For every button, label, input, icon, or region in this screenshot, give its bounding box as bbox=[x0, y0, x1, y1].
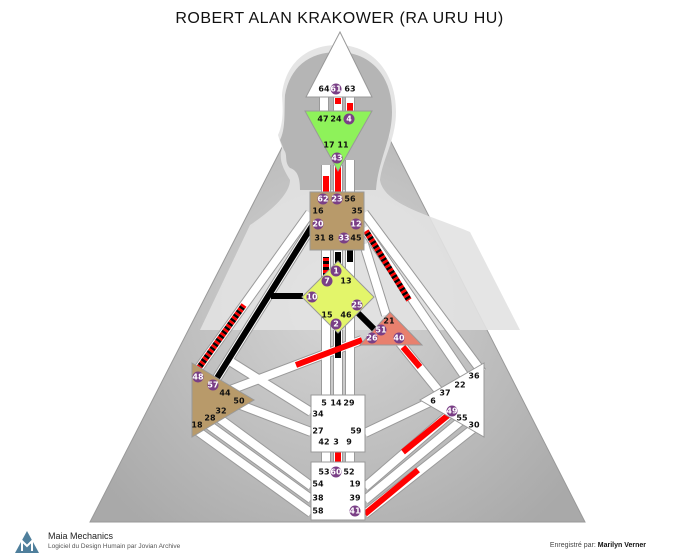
gate-26: 26 bbox=[366, 334, 378, 343]
recorded-name: Marilyn Verner bbox=[597, 542, 646, 549]
gate-23: 23 bbox=[331, 195, 342, 204]
recorded-label: Enregistré par: bbox=[549, 542, 596, 549]
gate-20: 20 bbox=[312, 220, 324, 229]
gate-57: 57 bbox=[207, 381, 218, 390]
gate-14: 14 bbox=[330, 399, 342, 408]
gate-43: 43 bbox=[331, 154, 342, 163]
recorded-by: Enregistré par: Marilyn Verner bbox=[550, 542, 646, 549]
gate-22: 22 bbox=[454, 381, 465, 390]
activated-gate-circles bbox=[192, 83, 458, 517]
gate-24: 24 bbox=[330, 115, 342, 124]
gate-38: 38 bbox=[312, 494, 324, 503]
brand-subtitle: Logiciel du Design Humain par Jovian Arc… bbox=[48, 543, 181, 550]
gate-61: 61 bbox=[330, 85, 342, 94]
gate-45: 45 bbox=[350, 234, 362, 243]
gate-7: 7 bbox=[324, 277, 330, 286]
gate-15: 15 bbox=[321, 311, 333, 320]
gate-29: 29 bbox=[343, 399, 355, 408]
gate-18: 18 bbox=[191, 421, 203, 430]
g-center[interactable] bbox=[301, 260, 375, 334]
gate-10: 10 bbox=[306, 293, 318, 302]
gate-62: 62 bbox=[317, 195, 328, 204]
gate-1: 1 bbox=[333, 267, 339, 276]
gate-32: 32 bbox=[215, 407, 226, 416]
gate-49: 49 bbox=[446, 407, 458, 416]
sacral-center[interactable] bbox=[310, 394, 366, 453]
brand-name: Maia Mechanics bbox=[48, 531, 114, 541]
gate-56: 56 bbox=[344, 195, 356, 204]
gate-60: 60 bbox=[330, 468, 342, 477]
gate-47: 47 bbox=[317, 115, 328, 124]
gate-39: 39 bbox=[349, 494, 361, 503]
gate-30: 30 bbox=[468, 421, 480, 430]
ajna-center[interactable] bbox=[304, 110, 373, 173]
gate-55: 55 bbox=[456, 414, 468, 423]
gate-27: 27 bbox=[312, 427, 323, 436]
gate-31: 31 bbox=[314, 234, 326, 243]
gate-40: 40 bbox=[393, 334, 405, 343]
gate-12: 12 bbox=[350, 220, 361, 229]
gate-11: 11 bbox=[337, 141, 349, 150]
gate-54: 54 bbox=[312, 480, 324, 489]
gate-4: 4 bbox=[346, 115, 352, 124]
gate-17: 17 bbox=[323, 141, 334, 150]
gate-46: 46 bbox=[340, 311, 352, 320]
solar-plexus-center[interactable] bbox=[419, 362, 485, 438]
chart-title: ROBERT ALAN KRAKOWER (RA URU HU) bbox=[175, 10, 504, 27]
gate-28: 28 bbox=[204, 414, 216, 423]
gate-52: 52 bbox=[343, 468, 354, 477]
spleen-center[interactable] bbox=[191, 362, 255, 438]
gate-6: 6 bbox=[430, 397, 436, 406]
gate-36: 36 bbox=[468, 372, 480, 381]
gate-37: 37 bbox=[439, 389, 450, 398]
gate-5: 5 bbox=[321, 399, 327, 408]
gate-8: 8 bbox=[328, 234, 334, 243]
gate-9: 9 bbox=[346, 438, 352, 447]
gate-35: 35 bbox=[351, 207, 363, 216]
gate-3: 3 bbox=[333, 438, 339, 447]
gate-58: 58 bbox=[312, 507, 324, 516]
gate-48: 48 bbox=[192, 373, 204, 382]
gate-63: 63 bbox=[344, 85, 355, 94]
gate-33: 33 bbox=[338, 234, 349, 243]
activations bbox=[195, 98, 454, 517]
gate-42: 42 bbox=[318, 438, 329, 447]
gate-21: 21 bbox=[383, 317, 395, 326]
gate-2: 2 bbox=[333, 320, 339, 329]
gate-59: 59 bbox=[350, 427, 362, 436]
gate-19: 19 bbox=[349, 480, 361, 489]
gate-50: 50 bbox=[233, 397, 245, 406]
gate-51: 51 bbox=[375, 326, 387, 335]
gate-13: 13 bbox=[340, 277, 351, 286]
gate-64: 64 bbox=[318, 85, 330, 94]
maia-mechanics-logo-icon bbox=[15, 531, 39, 553]
gate-16: 16 bbox=[312, 207, 324, 216]
gate-34: 34 bbox=[312, 410, 324, 419]
gate-53: 53 bbox=[318, 468, 329, 477]
gate-44: 44 bbox=[219, 389, 231, 398]
gate-labels: 64 61 63 47 24 4 17 11 43 62 23 56 16 35… bbox=[191, 85, 480, 516]
head-center[interactable] bbox=[305, 30, 373, 98]
gate-41: 41 bbox=[349, 507, 361, 516]
gate-25: 25 bbox=[351, 301, 363, 310]
